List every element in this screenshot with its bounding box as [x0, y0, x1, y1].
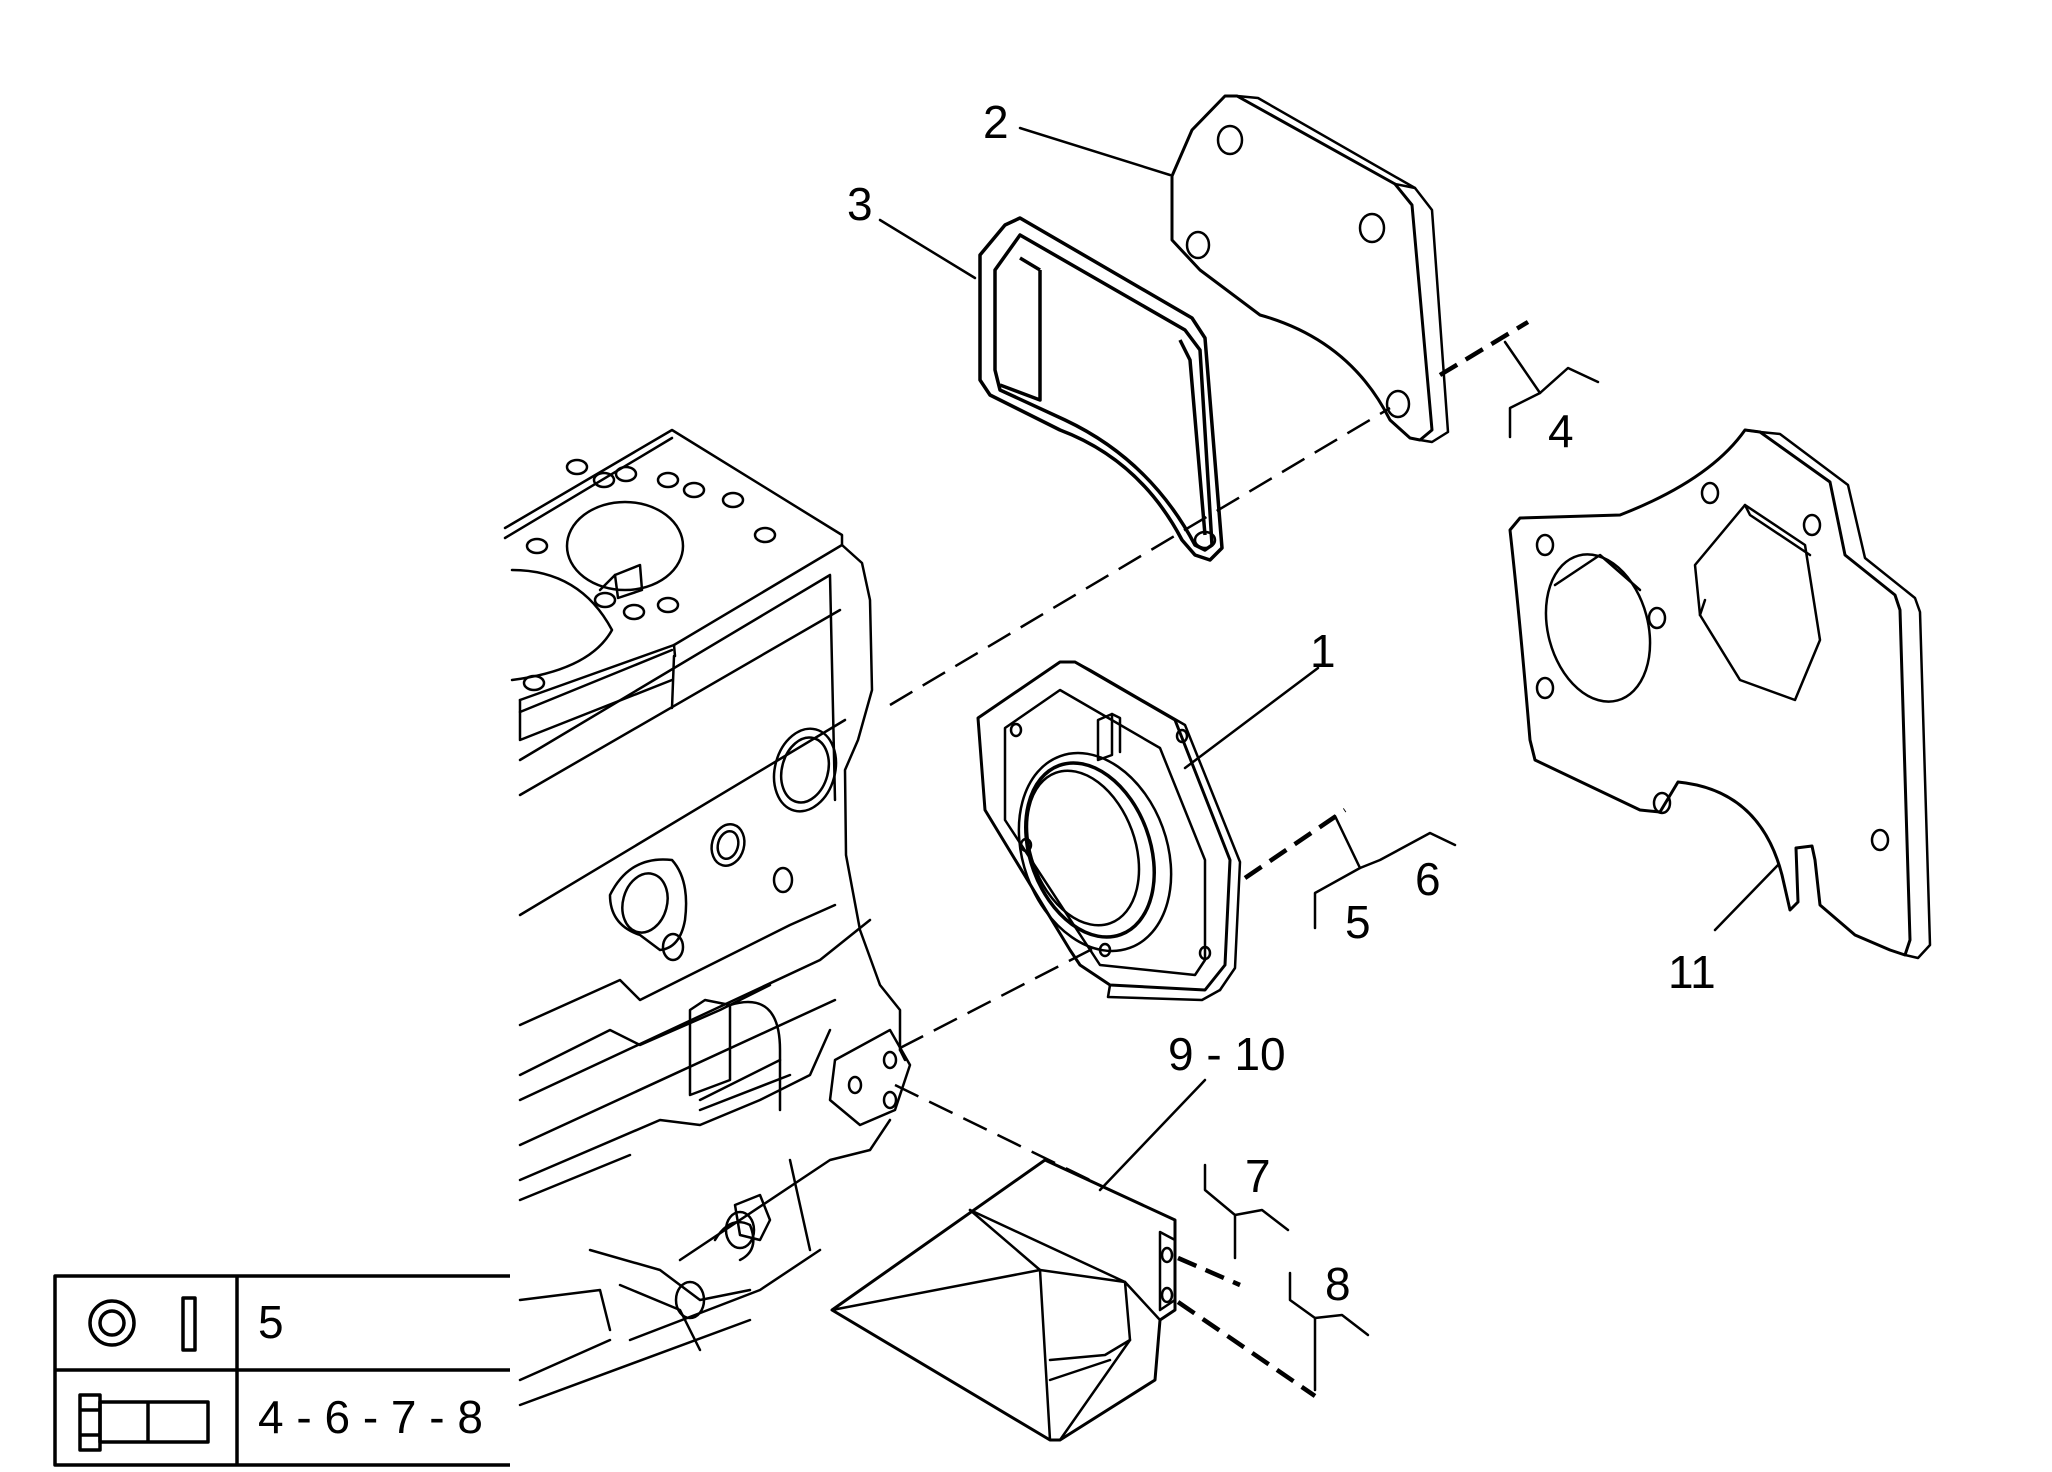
legend-washer-refs: 5 — [258, 1296, 284, 1348]
callout-7: 7 — [1245, 1150, 1271, 1202]
part-3-gasket — [978, 216, 1224, 562]
engine-block — [503, 428, 912, 1407]
leader-lines — [878, 126, 1780, 1392]
callout-5: 5 — [1345, 896, 1371, 948]
fastener-legend-table: 5 4 - 6 - 7 - 8 — [53, 1274, 510, 1467]
callout-6: 6 — [1415, 853, 1441, 905]
callout-3: 3 — [847, 178, 873, 230]
part-2-cover-plate — [1170, 94, 1450, 444]
callout-9-10: 9 - 10 — [1168, 1028, 1286, 1080]
legend-bolt-refs: 4 - 6 - 7 - 8 — [258, 1391, 483, 1443]
part-9-10-bracket — [830, 1158, 1177, 1442]
callout-labels: 2 3 1 4 6 5 11 9 - 10 7 8 — [847, 96, 1716, 1310]
callout-2: 2 — [983, 96, 1009, 148]
callout-8: 8 — [1325, 1258, 1351, 1310]
part-11-rear-plate — [1508, 428, 1932, 960]
bolt-icon — [78, 1393, 210, 1452]
part-1-flange-seal — [976, 660, 1242, 1002]
callout-11: 11 — [1668, 946, 1716, 998]
callout-1: 1 — [1310, 625, 1336, 677]
washer-icon — [88, 1296, 197, 1352]
assembly-axis-lines — [889, 320, 1530, 1398]
callout-4: 4 — [1548, 405, 1574, 457]
